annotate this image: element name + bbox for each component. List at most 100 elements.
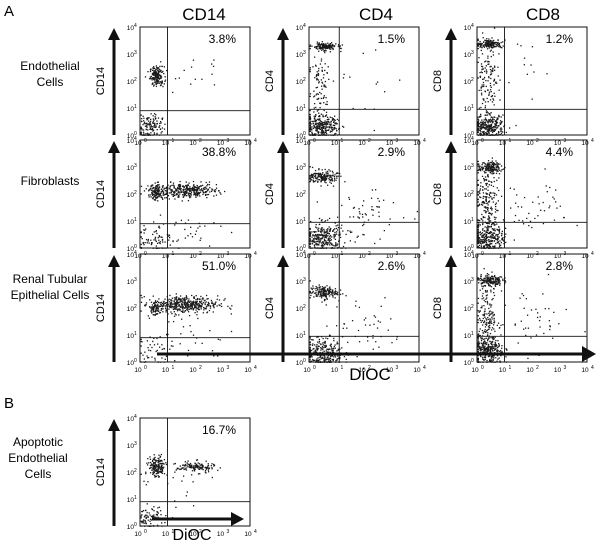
- scatter-point: [481, 202, 483, 204]
- scatter-point: [484, 206, 487, 208]
- scatter-point: [482, 167, 484, 170]
- scatter-point: [482, 195, 485, 198]
- scatter-point: [488, 127, 490, 129]
- scatter-point: [314, 120, 317, 122]
- scatter-point: [483, 76, 486, 79]
- scatter-point: [223, 299, 225, 301]
- scatter-point: [490, 166, 493, 168]
- scatter-point: [143, 122, 145, 125]
- scatter-point: [311, 131, 313, 133]
- scatter-point: [193, 193, 196, 195]
- scatter-point: [176, 301, 179, 303]
- scatter-point: [309, 243, 311, 245]
- scatter-point: [483, 122, 485, 124]
- scatter-point: [208, 309, 211, 312]
- scatter-point: [320, 244, 323, 246]
- scatter-point: [318, 115, 321, 117]
- scatter-point: [325, 50, 327, 52]
- scatter-point: [488, 76, 490, 78]
- scatter-point: [486, 243, 488, 245]
- y-tick-exponent: 1: [303, 331, 306, 337]
- scatter-point: [160, 76, 163, 78]
- scatter-point: [376, 81, 379, 83]
- scatter-point: [167, 313, 169, 315]
- scatter-point: [496, 127, 499, 129]
- scatter-point: [202, 193, 204, 196]
- scatter-point: [488, 212, 490, 214]
- scatter-point: [153, 301, 156, 304]
- scatter-point: [322, 45, 324, 47]
- scatter-point: [482, 202, 485, 204]
- scatter-point: [482, 81, 485, 84]
- scatter-point: [141, 129, 143, 131]
- scatter-point: [330, 121, 332, 123]
- scatter-point: [477, 234, 479, 236]
- scatter-point: [492, 185, 495, 188]
- y-tick-exponent: 4: [303, 136, 306, 142]
- scatter-point: [496, 344, 498, 347]
- scatter-point: [529, 220, 532, 222]
- scatter-point: [325, 290, 328, 292]
- scatter-point: [498, 344, 500, 346]
- scatter-point: [327, 349, 329, 351]
- scatter-point: [325, 350, 327, 352]
- scatter-point: [483, 99, 485, 101]
- scatter-point: [323, 47, 325, 49]
- scatter-point: [489, 191, 492, 194]
- scatter-point: [143, 243, 145, 246]
- scatter-point: [500, 41, 502, 44]
- scatter-point: [495, 348, 497, 350]
- scatter-point: [490, 282, 492, 284]
- scatter-point: [321, 49, 323, 51]
- scatter-point: [179, 185, 182, 187]
- scatter-point: [494, 126, 497, 128]
- scatter-point: [176, 300, 178, 302]
- scatter-point: [477, 358, 479, 360]
- scatter-point: [316, 336, 318, 338]
- y-tick-label: 10: [127, 360, 135, 367]
- scatter-point: [164, 80, 166, 82]
- scatter-point: [516, 43, 519, 45]
- scatter-point: [329, 230, 331, 232]
- scatter-point: [309, 237, 311, 239]
- scatter-point: [155, 191, 157, 194]
- scatter-point: [477, 39, 479, 42]
- scatter-point: [318, 67, 320, 70]
- scatter-point: [312, 127, 315, 129]
- scatter-point: [489, 166, 491, 168]
- scatter-point: [325, 111, 328, 113]
- y-tick-exponent: 3: [303, 50, 306, 56]
- scatter-point: [175, 307, 177, 309]
- scatter-point: [310, 123, 312, 125]
- x-tick-label: 10: [303, 140, 311, 147]
- scatter-point: [200, 237, 202, 239]
- scatter-point: [324, 290, 326, 292]
- scatter-point: [492, 126, 494, 129]
- scatter-point: [148, 317, 151, 319]
- scatter-point: [492, 236, 494, 239]
- scatter-point: [201, 189, 203, 191]
- scatter-point: [162, 186, 164, 189]
- scatter-point: [151, 79, 153, 81]
- scatter-point: [171, 193, 173, 196]
- scatter-point: [384, 297, 386, 299]
- scatter-point: [493, 232, 496, 234]
- scatter-point: [211, 302, 213, 304]
- scatter-point: [487, 170, 489, 172]
- scatter-point: [173, 186, 175, 188]
- scatter-point: [331, 358, 333, 361]
- scatter-point: [498, 46, 500, 48]
- scatter-point: [477, 77, 479, 79]
- scatter-point: [157, 72, 159, 74]
- y-tick-label: 10: [464, 246, 472, 253]
- scatter-point: [314, 126, 316, 129]
- scatter-point: [490, 86, 492, 89]
- scatter-point: [481, 343, 483, 345]
- scatter-point: [482, 358, 485, 361]
- scatter-point: [317, 180, 319, 183]
- scatter-point: [329, 45, 331, 48]
- scatter-point: [487, 232, 490, 235]
- scatter-point: [164, 190, 167, 192]
- scatter-point: [163, 83, 165, 85]
- scatter-point: [339, 348, 341, 350]
